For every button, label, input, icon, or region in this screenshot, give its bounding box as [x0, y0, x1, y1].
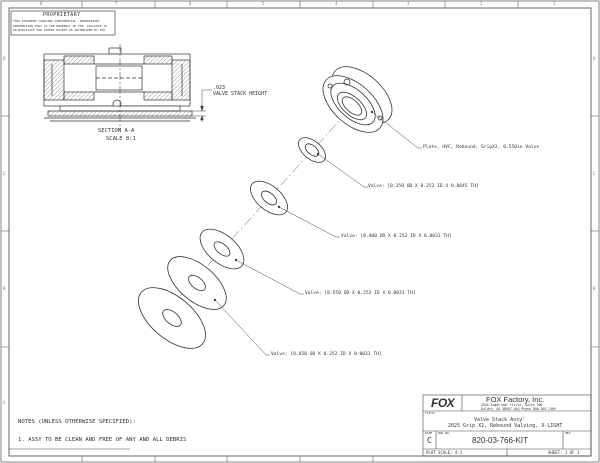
zone-letter-d-right: D: [593, 56, 596, 61]
washer-4: [167, 256, 227, 310]
valve-washers: [138, 137, 326, 349]
retainer-plate: [322, 66, 393, 133]
washer-3: [199, 228, 245, 270]
proprietary-title: PROPRIETARY: [43, 12, 81, 18]
zone-number-7: 7: [115, 1, 118, 6]
size-value: C: [427, 436, 432, 445]
zone-number-3: 3: [407, 1, 410, 6]
zone-number-2: 2: [480, 1, 483, 6]
callout-valve-0650: Valve: [0.650 OD X 0.252 ID X 0.0031 TH]: [271, 352, 382, 357]
zone-number-4: 4: [335, 1, 338, 6]
washer-2: [250, 180, 288, 216]
title-label: TITLE:: [425, 411, 436, 415]
callout-plate: Plate, HVC, Rebound, GripX2, 0.550in Val…: [423, 145, 540, 150]
plot-scale: PLOT SCALE: 4:1: [426, 449, 463, 455]
notes-item-1: 1. ASSY TO BE CLEAN AND FREE OF ANY AND …: [18, 437, 187, 443]
company-address-2: Duluth, GA 30097 USA Phone 800-369-7469: [481, 407, 556, 411]
zone-letter-c-right: C: [593, 171, 596, 176]
rev-label: REV: [565, 431, 571, 435]
proprietary-line-3: OR DUPLICATE FOR OTHERS EXCEPT AS AUTHOR…: [13, 28, 107, 32]
zone-number-5: 5: [262, 1, 265, 6]
zone-letter-c: C: [3, 171, 6, 176]
zone-letter-b: B: [3, 286, 6, 291]
proprietary-line-2: INFORMATION THAT IS THE PROPERTY OF FOX.…: [13, 23, 107, 28]
notes-title: NOTES (UNLESS OTHERWISE SPECIFIED):: [18, 419, 136, 425]
zone-letter-b-right: B: [593, 286, 596, 291]
section-label: SECTION A-A: [98, 128, 135, 134]
section-scale: SCALE 8:1: [106, 136, 136, 142]
callout-valve-0350: Valve: [0.350 OD X 0.252 ID X 0.0045 TH]: [368, 184, 479, 189]
stack-height-dimension: [192, 89, 212, 122]
dwg-no-label: DWG NO.: [438, 431, 451, 435]
zone-number-8: 8: [40, 1, 43, 6]
zone-number-1: 1: [553, 1, 556, 6]
title-block-frame: [422, 394, 592, 457]
stack-height-value: .023: [213, 85, 226, 91]
section-view: [43, 44, 196, 130]
stack-height-label: VALVE STACK HEIGHT: [213, 91, 268, 97]
zone-number-6: 6: [189, 1, 192, 6]
callout-valve-0550: Valve: [0.550 OD X 0.252 ID X 0.0031 TH]: [305, 291, 416, 296]
drawing-title-line-2: 2025 Grip X2, Rebound Valving, X-LIGHT: [448, 423, 563, 429]
sheet-number: SHEET: 1 OF 1: [548, 449, 580, 455]
washer-1: [298, 137, 326, 163]
fox-logo: FOX: [431, 396, 455, 410]
proprietary-box: [10, 10, 116, 36]
company-name: FOX Factory, Inc.: [486, 395, 545, 404]
callout-valve-0400: Valve: [0.400 OD X 0.252 ID X 0.0031 TH]: [341, 234, 452, 239]
company-address-1: 2055 Sugarloaf Circle, Suite 300: [481, 403, 543, 407]
dwg-no-value: 820-03-766-KIT: [472, 436, 529, 445]
zone-letter-d: D: [3, 56, 6, 61]
proprietary-line-1: THIS DOCUMENT CONTAINS CONFIDENTIAL, PRO…: [13, 19, 100, 23]
zone-letter-a: A: [3, 400, 6, 405]
size-label: SIZE: [425, 431, 433, 435]
washer-5: [138, 287, 206, 349]
leader-arrowheads: [213, 110, 374, 302]
drawing-title-line-1: Valve Stack Assy': [474, 417, 526, 423]
leader-lines: [214, 111, 422, 356]
